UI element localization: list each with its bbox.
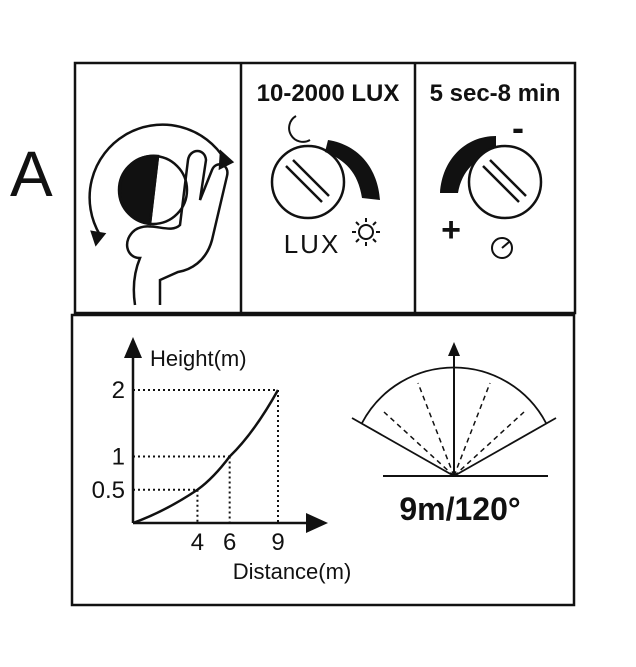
y-tick-label: 2 [112, 377, 125, 404]
y-tick-label: 1 [112, 444, 125, 471]
time-panel-title: 5 sec-8 min [430, 80, 561, 107]
lux-range-arc [325, 140, 380, 200]
chart-guides [133, 389, 279, 523]
y-tick-label: 0.5 [92, 477, 125, 504]
y-axis-label: Height(m) [150, 346, 247, 371]
lux-knob [270, 144, 346, 220]
time-minus-label: - [512, 107, 524, 148]
lux-knob-label: LUX [284, 229, 341, 259]
sun-icon [352, 218, 380, 246]
panel-letter: A [10, 138, 53, 210]
time-plus-label: + [441, 211, 461, 249]
top-panels [73, 61, 577, 315]
x-tick-label: 4 [191, 529, 204, 556]
lux-panel-title: 10-2000 LUX [257, 80, 400, 107]
clock-icon [491, 237, 513, 259]
bottom-panel [70, 313, 576, 607]
x-axis-label: Distance(m) [233, 559, 352, 584]
time-range-arc [440, 136, 496, 193]
y-axis-arrow [124, 337, 142, 358]
hand-turning-knob-icon [88, 123, 235, 306]
x-axis-arrow [306, 513, 328, 533]
x-tick-label: 6 [223, 529, 236, 556]
detection-pattern [351, 342, 557, 477]
detection-label: 9m/120° [399, 491, 520, 527]
x-tick-label: 9 [271, 529, 284, 556]
height-curve [132, 389, 280, 525]
moon-icon [288, 115, 311, 143]
time-knob [467, 144, 543, 220]
